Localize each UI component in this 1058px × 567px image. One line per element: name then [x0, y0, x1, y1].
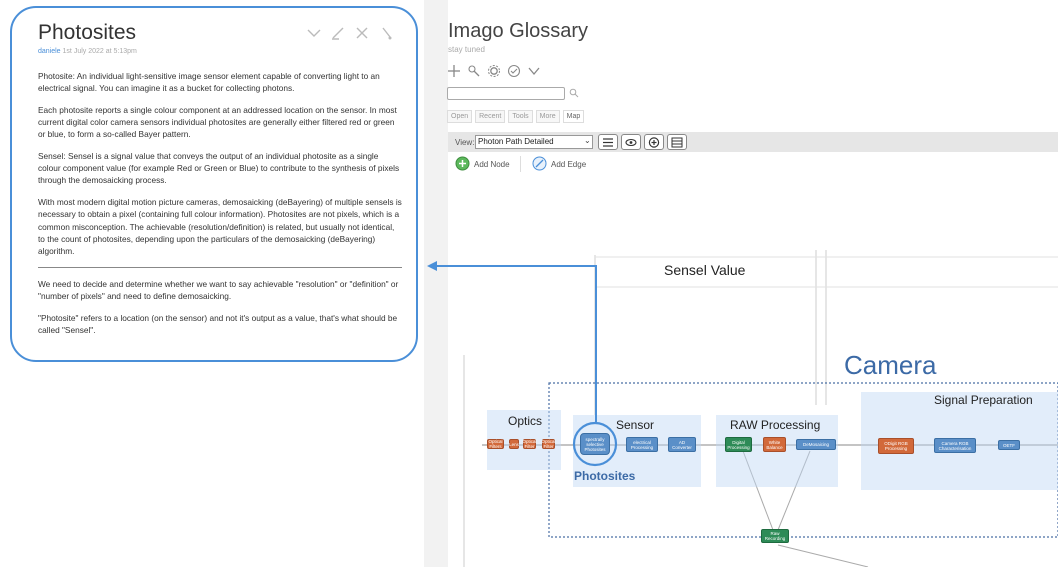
- tab-recent[interactable]: Recent: [475, 110, 506, 123]
- node-oetf[interactable]: OETF: [998, 440, 1020, 450]
- node-optics-3[interactable]: Optical Filter: [522, 439, 537, 449]
- node-white-balance[interactable]: White Balance: [763, 437, 786, 452]
- tab-more[interactable]: More: [535, 110, 560, 123]
- site-title: Imago Glossary: [448, 20, 589, 42]
- popup-paragraph: Photosite: An individual light-sensitive…: [38, 71, 380, 94]
- node-optics-1[interactable]: Optical Filters: [487, 439, 504, 449]
- view-select[interactable]: Photon Path Detailed: [475, 135, 593, 149]
- tab-map[interactable]: Map: [562, 110, 585, 123]
- add-edge-button[interactable]: Add Edge: [551, 160, 587, 169]
- page-controls: [447, 64, 541, 78]
- camera-label: Camera: [844, 350, 937, 380]
- group-label-raw-processing: RAW Processing: [730, 418, 821, 432]
- popup-paragraph: Each photosite reports a single colour c…: [38, 104, 397, 140]
- site-subtitle: stay tuned: [448, 45, 485, 54]
- popup-paragraph: We need to decide and determine whether …: [38, 278, 399, 301]
- group-label-sensor: Sensor: [616, 418, 655, 432]
- chevron-down-icon[interactable]: [306, 25, 322, 41]
- view-label: View:: [455, 138, 475, 147]
- add-view-button[interactable]: [644, 134, 664, 150]
- node-digital-processing[interactable]: Digital Processing: [725, 437, 752, 452]
- popup-meta: daniele 1st July 2022 at 5:13pm: [38, 48, 137, 55]
- popup-actions: [306, 25, 394, 41]
- node-electrical-processing[interactable]: electrical Processing: [626, 437, 658, 452]
- check-circle-icon[interactable]: [507, 64, 521, 78]
- sidebar-tabs: Open Recent Tools More Map: [447, 110, 585, 123]
- popup-date: 1st July 2022 at 5:13pm: [62, 48, 137, 55]
- popup-body: Photosite: An individual light-sensitive…: [38, 70, 402, 345]
- popup-paragraph: With most modern digital motion picture …: [38, 197, 402, 256]
- sensel-value-label: Sensel Value: [664, 262, 746, 278]
- search-icon[interactable]: [569, 88, 579, 98]
- tab-open[interactable]: Open: [447, 110, 473, 123]
- close-icon[interactable]: [354, 25, 370, 41]
- tools-icon[interactable]: [467, 64, 481, 78]
- list-view-button[interactable]: [598, 134, 618, 150]
- node-optics-2[interactable]: Lens: [509, 439, 519, 449]
- add-node-button[interactable]: Add Node: [474, 160, 510, 169]
- popup-paragraph: "Photosite" refers to a location (on the…: [38, 312, 398, 335]
- node-camera-rgb-characterisation[interactable]: Camera RGB Characterisation: [934, 438, 976, 453]
- chevron-down-icon[interactable]: ⌄: [584, 136, 591, 145]
- tiddler-popup: Photosites daniele 1st July 2022 at 5:13…: [10, 6, 418, 362]
- horizontal-rule: [38, 266, 402, 268]
- map-canvas[interactable]: Sensel Value Camera Optics Sensor Photos…: [448, 175, 1058, 567]
- chevron-down-icon[interactable]: [527, 64, 541, 78]
- node-ad-converter[interactable]: AD Converter: [668, 437, 696, 452]
- group-label-optics: Optics: [508, 414, 543, 428]
- popup-title: Photosites: [38, 21, 137, 44]
- node-optics-4[interactable]: Optical Filter: [541, 439, 556, 449]
- toolbar-divider: [520, 156, 521, 172]
- group-label-signal-preparation: Signal Preparation: [934, 393, 1033, 407]
- list-icon: [603, 138, 613, 147]
- add-node-icon[interactable]: [455, 156, 470, 171]
- plus-icon[interactable]: [447, 64, 461, 78]
- visibility-button[interactable]: [621, 134, 641, 150]
- plus-circle-icon: [648, 137, 660, 148]
- node-odigit-rgb-processing[interactable]: ODigit RGB Processing: [878, 438, 914, 454]
- pane-separator: [424, 0, 448, 567]
- tab-tools[interactable]: Tools: [508, 110, 533, 123]
- node-demosaicing[interactable]: DeMosaicing: [796, 439, 836, 450]
- menu-icon: [671, 137, 683, 148]
- node-raw-recording[interactable]: Raw Recording: [761, 529, 789, 543]
- edit-icon[interactable]: [330, 25, 346, 41]
- gear-icon[interactable]: [487, 64, 501, 78]
- add-edge-icon[interactable]: [532, 156, 547, 171]
- node-photosites[interactable]: spectrally selective Photosites: [580, 433, 610, 455]
- eye-icon: [625, 138, 637, 147]
- diagram-lines: [463, 250, 1058, 567]
- search-input[interactable]: [447, 87, 565, 100]
- popup-author[interactable]: daniele: [38, 48, 61, 55]
- popup-paragraph: Sensel: Sensel is a signal value that co…: [38, 151, 400, 186]
- link-icon[interactable]: [378, 25, 394, 41]
- group-label-photosites: Photosites: [574, 469, 636, 483]
- view-menu-button[interactable]: [667, 134, 687, 150]
